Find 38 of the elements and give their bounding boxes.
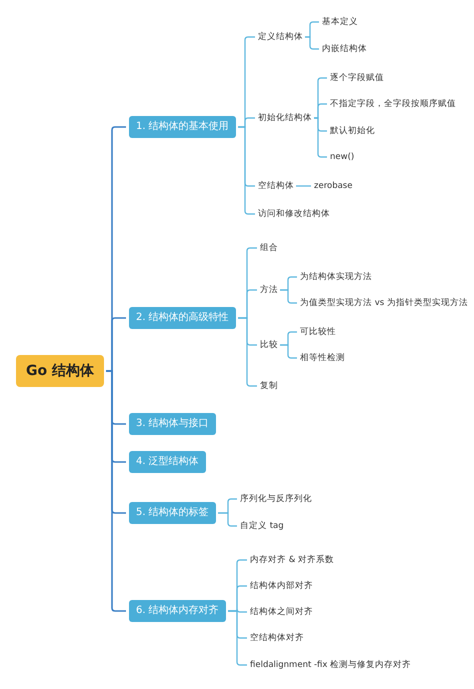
connector-line	[280, 289, 297, 304]
subtopic-label: new()	[330, 150, 354, 164]
subtopic-label: 为结构体实现方法	[300, 270, 372, 284]
subtopic-label: 自定义 tag	[240, 519, 284, 533]
topic-box: 5. 结构体的标签	[129, 502, 216, 524]
root-topic-box: Go 结构体	[16, 355, 104, 387]
subtopic-label: 空结构体对齐	[250, 631, 304, 645]
connector-line	[305, 36, 319, 50]
connector-line	[296, 185, 311, 187]
subtopic-label: 空结构体	[258, 179, 294, 193]
subtopic-label: 基本定义	[322, 15, 358, 29]
subtopic-label: zerobase	[314, 179, 352, 193]
subtopic-label: 逐个字段赋值	[330, 71, 384, 85]
topic-box: 1. 结构体的基本使用	[129, 116, 236, 138]
subtopic-label: 结构体之间对齐	[250, 605, 313, 619]
subtopic-label: 默认初始化	[330, 124, 375, 138]
subtopic-label: 为值类型实现方法 vs 为指针类型实现方法	[300, 296, 468, 310]
subtopic-label: 方法	[260, 283, 278, 297]
subtopic-label: 不指定字段，全字段按顺序赋值	[330, 97, 456, 111]
topic-box: 3. 结构体与接口	[129, 413, 216, 435]
subtopic-label: 复制	[260, 379, 278, 393]
topic-box: 4. 泛型结构体	[129, 451, 206, 473]
subtopic-label: 组合	[260, 241, 278, 255]
subtopic-label: fieldalignment -fix 检测与修复内存对齐	[250, 658, 412, 672]
connector-line	[218, 512, 237, 527]
subtopic-label: 结构体内部对齐	[250, 579, 313, 593]
subtopic-label: 初始化结构体	[258, 111, 312, 125]
subtopic-label: 内存对齐 & 对齐系数	[250, 553, 334, 567]
subtopic-label: 访问和修改结构体	[258, 207, 330, 221]
subtopic-label: 比较	[260, 338, 278, 352]
connector-line	[280, 344, 297, 359]
topic-box: 2. 结构体的高级特性	[129, 307, 236, 329]
topic-box: 6. 结构体内存对齐	[129, 600, 226, 622]
subtopic-label: 序列化与反序列化	[240, 492, 312, 506]
subtopic-label: 相等性检测	[300, 351, 345, 365]
subtopic-label: 内嵌结构体	[322, 42, 367, 56]
subtopic-label: 可比较性	[300, 325, 336, 339]
subtopic-label: 定义结构体	[258, 30, 303, 44]
